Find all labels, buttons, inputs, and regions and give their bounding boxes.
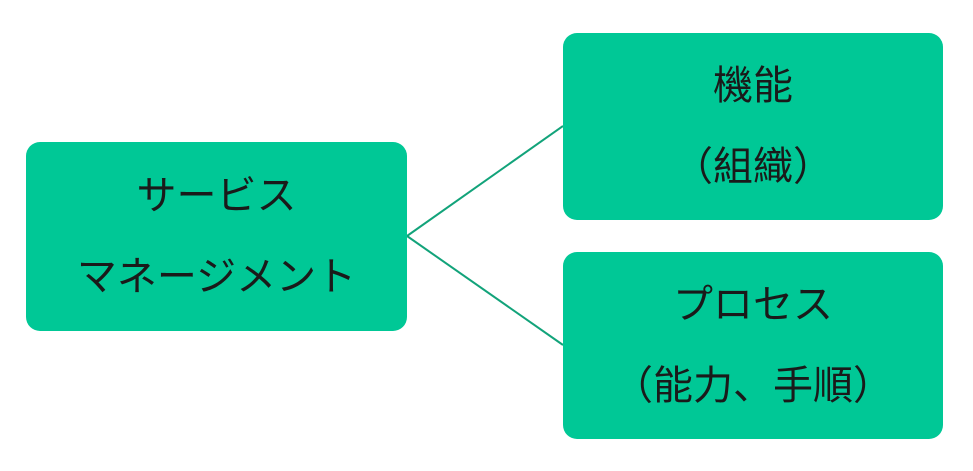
process-node: プロセス （能力、手順） <box>563 252 943 439</box>
process-title: プロセス <box>673 281 833 328</box>
service-management-subtitle: マネージメント <box>76 253 357 300</box>
process-subtitle: （能力、手順） <box>613 363 893 410</box>
service-management-title: サービス <box>136 173 297 220</box>
function-title: 機能 <box>713 62 793 109</box>
connector-to-function <box>406 125 564 237</box>
service-management-node: サービス マネージメント <box>26 142 407 331</box>
connector-to-process <box>406 235 564 346</box>
function-node: 機能 （組織） <box>563 33 943 220</box>
function-subtitle: （組織） <box>673 144 833 191</box>
